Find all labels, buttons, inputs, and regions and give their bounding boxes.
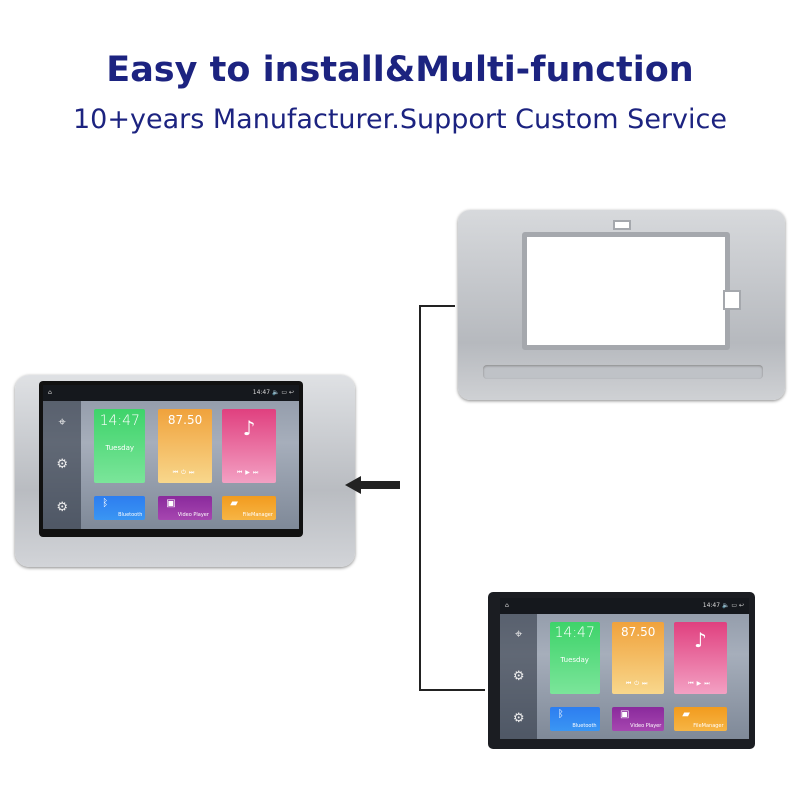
frame-vent xyxy=(483,365,763,379)
gear-icon[interactable]: ⚙ xyxy=(56,500,69,516)
gear-icon[interactable]: ⚙ xyxy=(512,710,525,726)
home-screen: ⌂ 14:47 🔈 ▭ ↩ ⌖ ⚙︎ ⚙ 14:47 Tuesday 87.50… xyxy=(500,598,749,739)
bluetooth-tile[interactable]: ᛒ Bluetooth xyxy=(94,495,146,521)
bracket-vertical xyxy=(419,305,421,691)
frame-opening xyxy=(522,232,730,350)
status-time: 14:47 xyxy=(702,602,721,610)
volume-icon[interactable]: 🔈 xyxy=(271,389,280,397)
music-controls: ⏮▶⏭ xyxy=(688,680,713,688)
clock-time: 14:47 xyxy=(554,624,595,641)
tile-label: Video Player xyxy=(630,722,662,729)
bluetooth-tile[interactable]: ᛒ Bluetooth xyxy=(549,706,600,731)
radio-controls: ⏮⏻⏭ xyxy=(625,680,651,688)
installed-unit-bezel: ⌂ 14:47 🔈 ▭ ↩ ⌖ ⚙︎ ⚙ 14:47 Tuesday 87.50… xyxy=(15,375,355,567)
bluetooth-icon: ᛒ xyxy=(102,497,109,509)
music-note-icon: ♪ xyxy=(694,628,707,653)
file-manager-tile[interactable]: ▰FileManager xyxy=(674,706,727,731)
music-tile[interactable]: ♪ ⏮▶⏭ xyxy=(222,409,276,483)
music-controls: ⏮▶⏭ xyxy=(236,469,262,477)
side-bar: ⌖ ⚙︎ ⚙ xyxy=(500,613,538,739)
radio-controls: ⏮⏻⏭ xyxy=(172,469,198,477)
equalizer-icon[interactable]: ⚙︎ xyxy=(56,457,69,473)
back-icon[interactable]: ↩ xyxy=(288,389,294,397)
equalizer-icon[interactable]: ⚙︎ xyxy=(512,668,525,684)
home-icon[interactable]: ⌂ xyxy=(48,389,52,397)
status-bar: ⌂ 14:47 🔈 ▭ ↩ xyxy=(43,385,299,401)
status-time: 14:47 xyxy=(252,389,271,397)
tile-label: Bluetooth xyxy=(118,512,143,519)
home-screen: ⌂ 14:47 🔈 ▭ ↩ ⌖ ⚙︎ ⚙ 14:47 Tuesday 87.50… xyxy=(43,385,299,529)
tile-label: FileManager xyxy=(242,512,273,519)
video-icon: ▣ xyxy=(620,708,630,720)
video-player-tile[interactable]: ▣Video Player xyxy=(158,495,212,521)
clock-day: Tuesday xyxy=(105,443,135,452)
frame-tab xyxy=(723,290,741,310)
music-note-icon: ♪ xyxy=(242,415,256,440)
clock-day: Tuesday xyxy=(560,655,589,664)
side-bar: ⌖ ⚙︎ ⚙ xyxy=(43,400,82,529)
clock-tile[interactable]: 14:47 Tuesday xyxy=(94,409,146,483)
headline: Easy to install&Multi-function xyxy=(106,50,694,90)
video-icon: ▣ xyxy=(166,497,176,509)
tile-label: Video Player xyxy=(177,512,209,519)
frame-tab xyxy=(613,220,631,230)
tile-label: Bluetooth xyxy=(572,722,597,729)
folder-icon: ▰ xyxy=(682,708,690,720)
radio-frequency: 87.50 xyxy=(621,625,656,640)
clock-tile[interactable]: 14:47 Tuesday xyxy=(549,621,600,694)
window-icon[interactable]: ▭ xyxy=(731,602,738,610)
radio-tile[interactable]: 87.50 ⏮⏻⏭ xyxy=(158,409,212,483)
bluetooth-icon: ᛒ xyxy=(557,708,564,720)
bracket-bottom xyxy=(419,689,485,691)
music-tile[interactable]: ♪ ⏮▶⏭ xyxy=(674,621,727,694)
clock-time: 14:47 xyxy=(99,412,140,429)
head-unit: ⌂ 14:47 🔈 ▭ ↩ ⌖ ⚙︎ ⚙ 14:47 Tuesday 87.50… xyxy=(488,592,755,749)
location-icon[interactable]: ⌖ xyxy=(515,626,523,642)
radio-tile[interactable]: 87.50 ⏮⏻⏭ xyxy=(612,621,665,694)
home-icon[interactable]: ⌂ xyxy=(505,602,509,610)
folder-icon: ▰ xyxy=(230,497,238,509)
volume-icon[interactable]: 🔈 xyxy=(721,602,730,610)
location-icon[interactable]: ⌖ xyxy=(58,414,66,430)
file-manager-tile[interactable]: ▰ FileManager xyxy=(222,495,276,521)
window-icon[interactable]: ▭ xyxy=(281,389,288,397)
arrow-shaft xyxy=(360,481,400,489)
mounting-frame xyxy=(458,210,785,400)
arrow-left-icon xyxy=(345,476,361,494)
status-bar: ⌂ 14:47 🔈 ▭ ↩ xyxy=(500,598,749,614)
installed-unit-screen: ⌂ 14:47 🔈 ▭ ↩ ⌖ ⚙︎ ⚙ 14:47 Tuesday 87.50… xyxy=(39,381,303,537)
back-icon[interactable]: ↩ xyxy=(738,602,744,610)
video-player-tile[interactable]: ▣Video Player xyxy=(612,706,665,731)
tile-label: FileManager xyxy=(693,722,724,729)
radio-frequency: 87.50 xyxy=(167,412,203,427)
bracket-top xyxy=(419,305,455,307)
subheadline: 10+years Manufacturer.Support Custom Ser… xyxy=(73,104,727,135)
